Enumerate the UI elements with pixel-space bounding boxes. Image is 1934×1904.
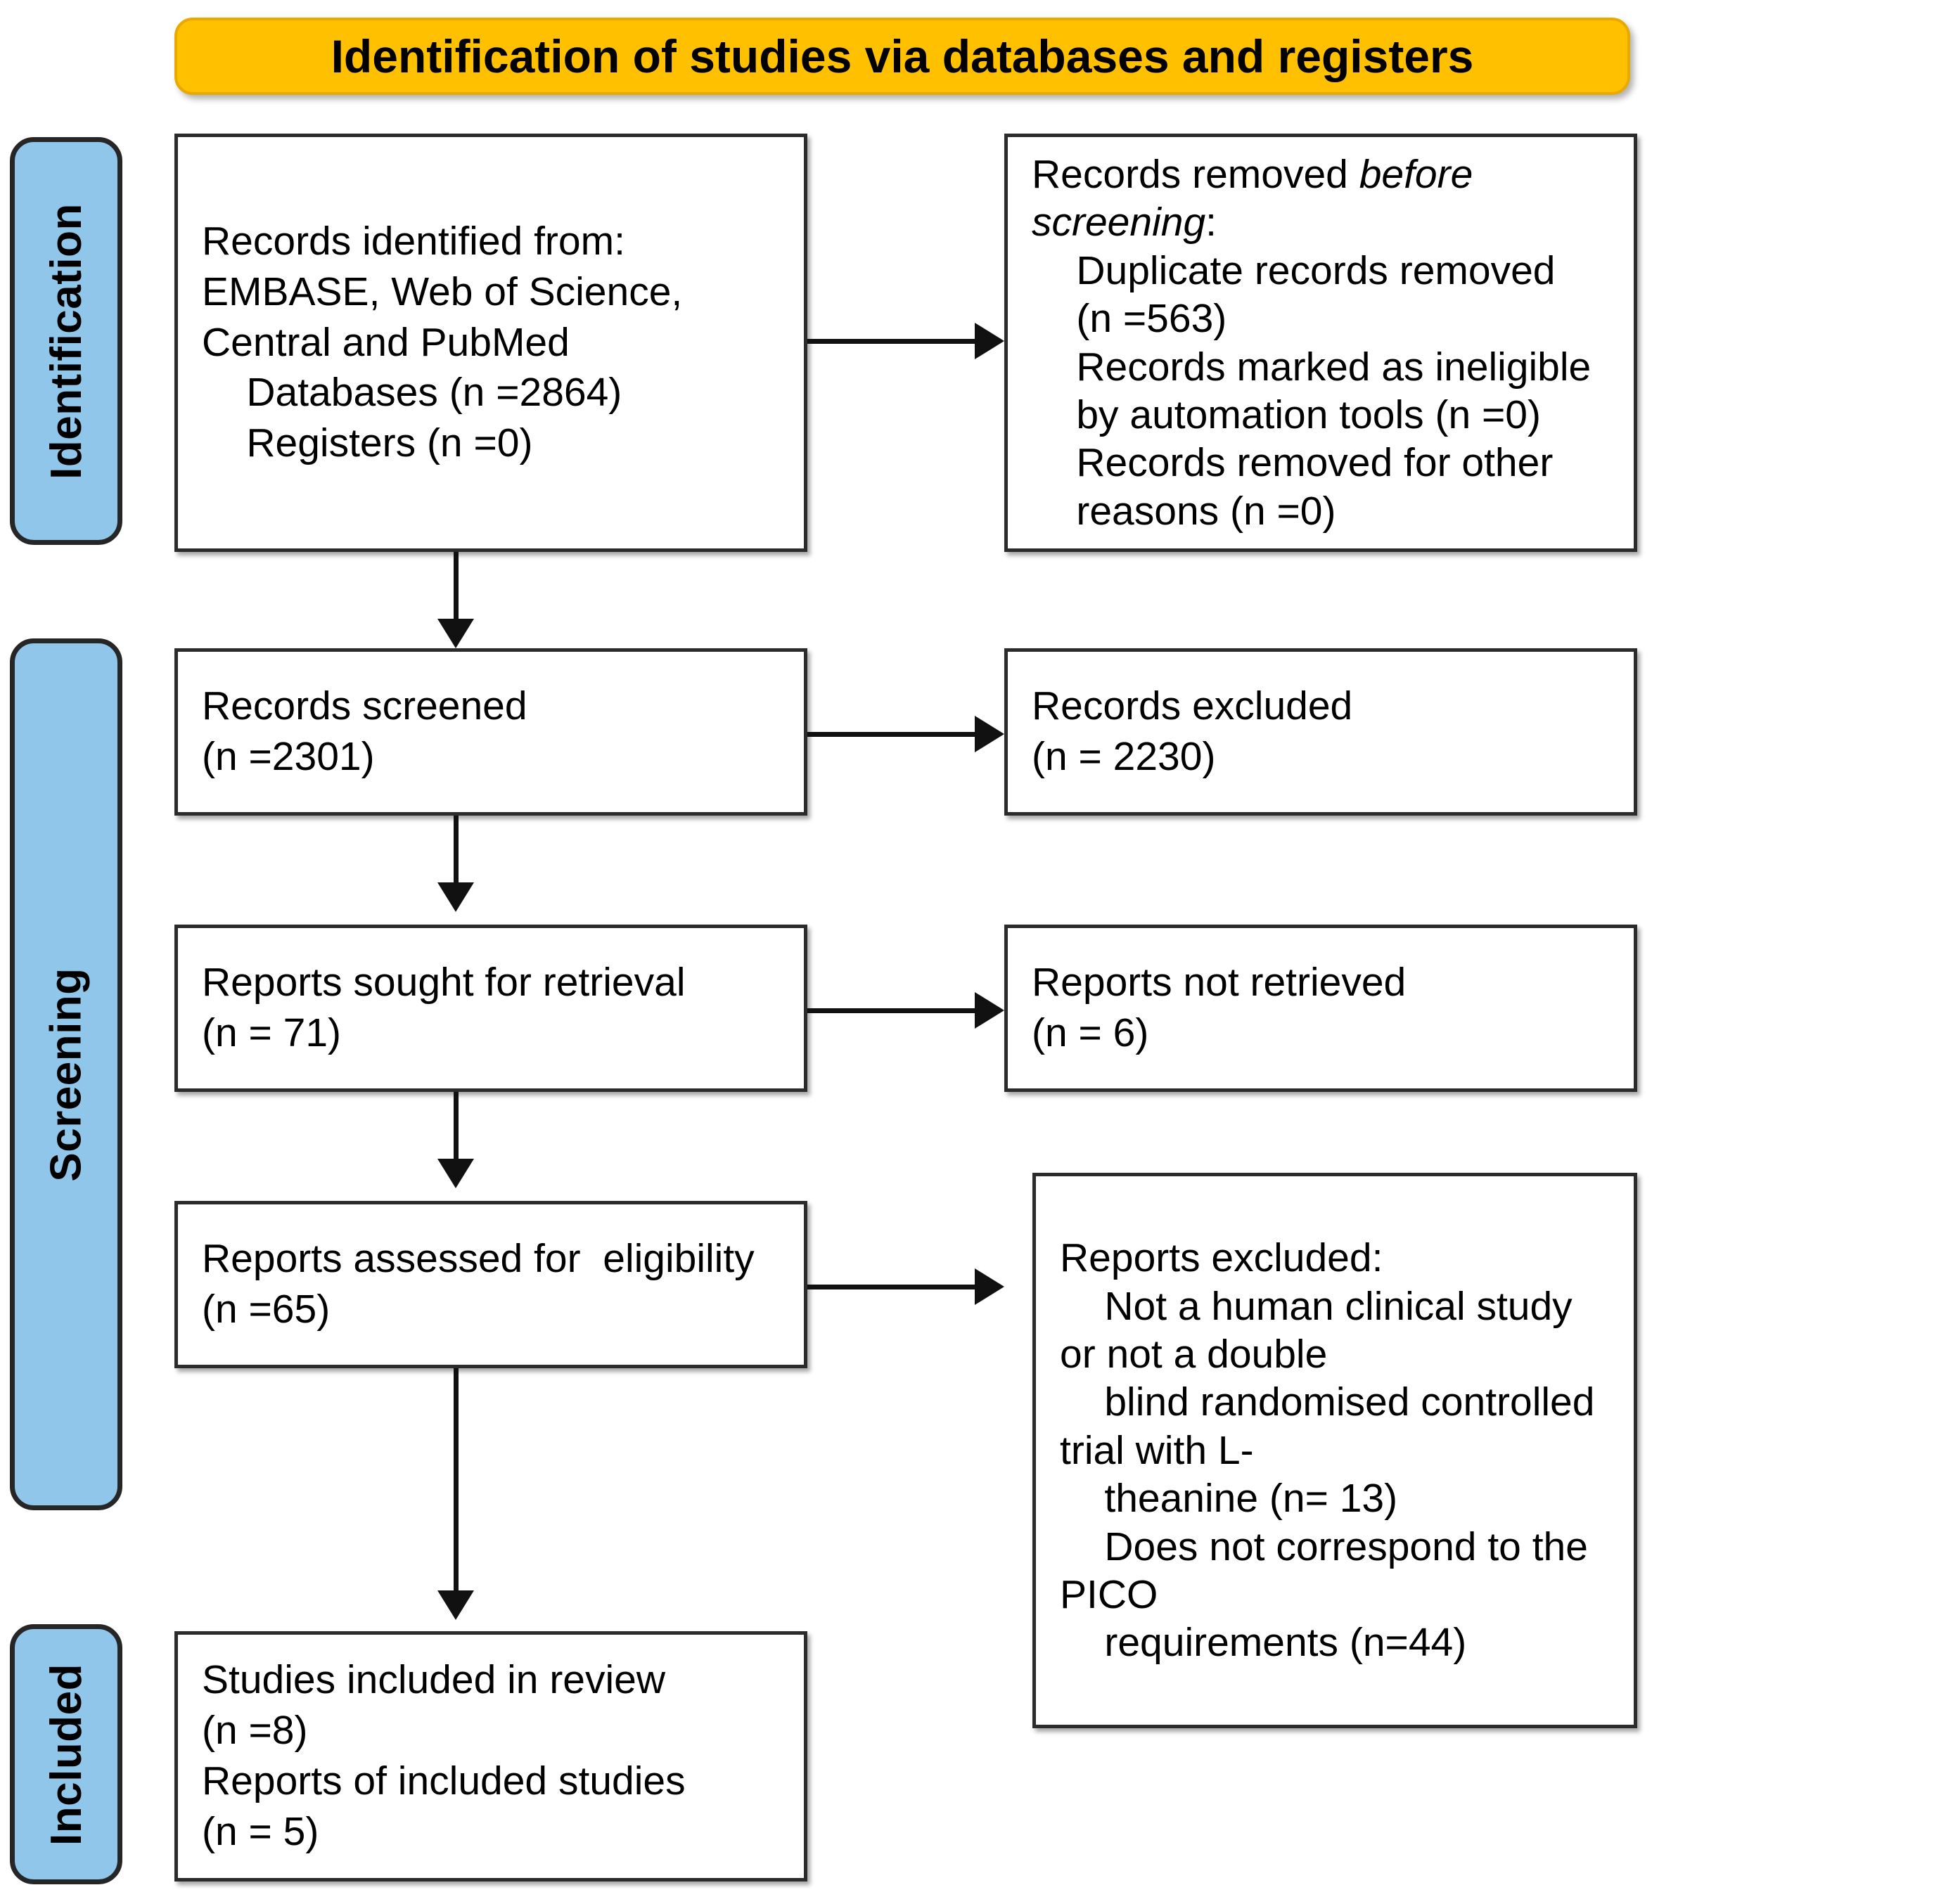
stage-label-included: Included (41, 1663, 91, 1846)
arrowhead-screened-to-sought (437, 882, 474, 912)
box-records-screened: Records screened (n =2301) (174, 648, 807, 816)
stage-label-identification: Identification (41, 202, 91, 480)
removed-line1-italic: before (1359, 151, 1473, 197)
box-reports-sought-text: Reports sought for retrieval (n = 71) (202, 960, 686, 1055)
connector-screened-to-excluded (807, 732, 976, 737)
box-reports-not-retrieved-text: Reports not retrieved (n = 6) (1032, 960, 1407, 1055)
box-reports-assessed-for-eligibility: Reports assessed for eligibility (n =65) (174, 1201, 807, 1368)
connector-assessed-to-excluded (807, 1285, 976, 1289)
box-records-excluded-text: Records excluded (n = 2230) (1032, 683, 1353, 779)
connector-assessed-to-included (454, 1368, 459, 1593)
box-studies-included-in-review: Studies included in review (n =8) Report… (174, 1631, 807, 1882)
removed-line1-lead: Records removed (1032, 151, 1359, 197)
stage-pill-screening: Screening (10, 638, 122, 1510)
box-reports-sought-for-retrieval: Reports sought for retrieval (n = 71) (174, 925, 807, 1092)
removed-rest: Duplicate records removed (n =563) Recor… (1076, 247, 1592, 534)
box-records-removed-before-screening: Records removed before screening: Duplic… (1004, 134, 1637, 552)
box-studies-included-text: Studies included in review (n =8) Report… (202, 1657, 686, 1854)
arrowhead-identified-to-screened (437, 619, 474, 648)
box-reports-excluded: Reports excluded: Not a human clinical s… (1032, 1173, 1637, 1728)
stage-pill-identification: Identification (10, 137, 122, 545)
box-records-screened-text: Records screened (n =2301) (202, 683, 527, 779)
arrowhead-assessed-to-excluded (975, 1268, 1004, 1305)
arrowhead-sought-to-assessed (437, 1159, 474, 1188)
connector-identified-to-removed (807, 339, 976, 344)
removed-line2-tail: : (1205, 200, 1217, 245)
removed-line2-italic: screening (1032, 200, 1206, 245)
arrowhead-sought-to-not-retrieved (975, 992, 1004, 1029)
box-reports-excluded-text: Reports excluded: Not a human clinical s… (1060, 1235, 1595, 1666)
connector-sought-to-not-retrieved (807, 1008, 976, 1013)
stage-label-screening: Screening (41, 967, 91, 1182)
connector-identified-to-screened (454, 552, 459, 622)
box-records-removed-text: Records removed before screening: Duplic… (1008, 150, 1634, 535)
connector-sought-to-assessed (454, 1092, 459, 1162)
box-records-identified-text: Records identified from: EMBASE, Web of … (202, 218, 683, 466)
arrowhead-assessed-to-included (437, 1590, 474, 1620)
diagram-title-banner: Identification of studies via databases … (174, 18, 1630, 95)
arrowhead-screened-to-excluded (975, 716, 1004, 752)
arrowhead-identified-to-removed (975, 323, 1004, 359)
box-records-excluded: Records excluded (n = 2230) (1004, 648, 1637, 816)
box-records-identified: Records identified from: EMBASE, Web of … (174, 134, 807, 552)
box-reports-assessed-text: Reports assessed for eligibility (n =65) (202, 1236, 755, 1332)
page-title: Identification of studies via databases … (331, 30, 1474, 82)
connector-screened-to-sought (454, 816, 459, 886)
box-reports-not-retrieved: Reports not retrieved (n = 6) (1004, 925, 1637, 1092)
stage-pill-included: Included (10, 1624, 122, 1884)
